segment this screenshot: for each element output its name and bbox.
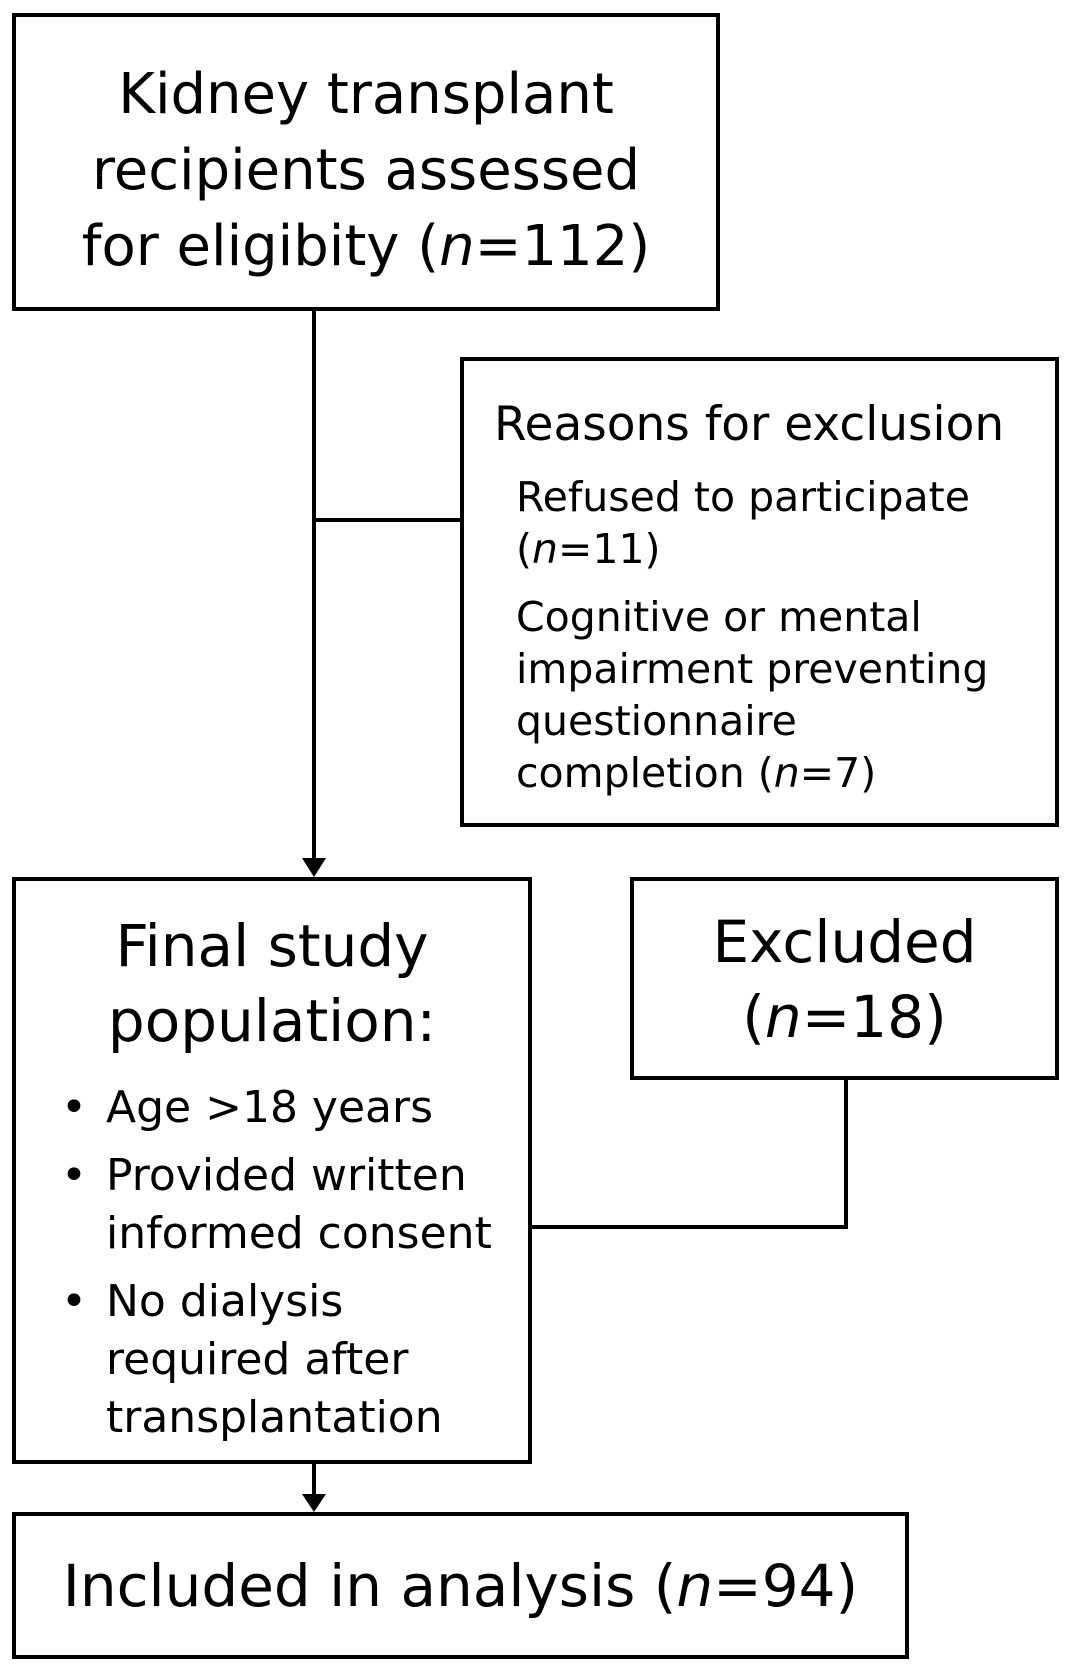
excluded-title: Excluded [712, 908, 977, 976]
bullet-icon: • [61, 1082, 87, 1133]
population-criterion-consent: • Provided written informed consent [61, 1147, 492, 1263]
assessed-n-value: =112) [474, 214, 651, 279]
excluded-count: (n=18) [634, 980, 1055, 1055]
reason-1-n-value: =11) [558, 525, 661, 573]
pop-item-2-line-1: Provided written [106, 1150, 467, 1201]
included-n-symbol: n [676, 1552, 714, 1620]
excluded-box: Excluded (n=18) [630, 877, 1059, 1080]
excluded-prefix: ( [742, 983, 765, 1051]
final-study-population-box: Final study population: • Age >18 years … [12, 877, 532, 1464]
arrowhead-to-population [302, 858, 326, 877]
assessed-line-3-text: for eligibity ( [81, 214, 440, 279]
excluded-text: Excluded (n=18) [634, 905, 1055, 1055]
assessed-for-eligibility-box: Kidney transplant recipients assessed fo… [12, 13, 720, 311]
pop-item-3-line-2: required after [106, 1334, 409, 1385]
assessed-line-3: for eligibity (n=112) [16, 209, 716, 285]
pop-item-1-line-1: Age >18 years [106, 1082, 434, 1133]
reason-2-line-2: impairment preventing [516, 645, 989, 693]
population-criterion-age: • Age >18 years [61, 1079, 434, 1137]
included-n-value: =94) [713, 1552, 859, 1620]
assessed-line-2: recipients assessed [91, 138, 641, 203]
included-text: Included in analysis (n=94) [16, 1549, 905, 1624]
assessed-text: Kidney transplant recipients assessed fo… [16, 57, 716, 285]
included-line: Included in analysis (n=94) [16, 1549, 905, 1624]
population-criterion-no-dialysis: • No dialysis required after transplanta… [61, 1273, 443, 1447]
arrowhead-to-included [302, 1494, 326, 1512]
reason-2-line-3: questionnaire [516, 697, 797, 745]
pop-item-3-line-1: No dialysis [106, 1276, 344, 1327]
included-label: Included in analysis ( [62, 1552, 677, 1620]
reason-item-cognitive-impairment: Cognitive or mental impairment preventin… [516, 591, 988, 799]
reason-1-line-1: Refused to participate [516, 473, 970, 521]
reason-1-line-2: (n=11) [516, 523, 970, 575]
connector-excluded-to-population [532, 1080, 848, 1229]
reason-item-refused: Refused to participate (n=11) [516, 471, 970, 575]
assessed-line-1: Kidney transplant [118, 62, 614, 127]
reason-2-n-symbol: n [773, 749, 800, 797]
population-title: Final study population: [16, 909, 528, 1059]
assessed-n-symbol: n [439, 214, 475, 279]
bullet-icon: • [61, 1150, 87, 1201]
reason-2-n-value: =7) [799, 749, 877, 797]
bullet-icon: • [61, 1276, 87, 1327]
included-in-analysis-box: Included in analysis (n=94) [12, 1512, 909, 1659]
reason-2-line-4-text: completion ( [516, 749, 774, 797]
reason-1-n-symbol: n [532, 525, 558, 573]
reason-2-line-4: completion (n=7) [516, 747, 988, 799]
population-title-line-1: Final study [115, 912, 429, 980]
population-title-line-2: population: [107, 987, 437, 1055]
reasons-for-exclusion-box: Reasons for exclusion Refused to partici… [460, 357, 1059, 827]
excluded-n-symbol: n [764, 983, 802, 1051]
pop-item-3-line-3: transplantation [106, 1392, 443, 1443]
reason-1-line-2-text: ( [516, 525, 532, 573]
pop-item-2-line-2: informed consent [106, 1208, 492, 1259]
reasons-title: Reasons for exclusion [494, 397, 1005, 452]
excluded-n-value: =18) [801, 983, 947, 1051]
reason-2-line-1: Cognitive or mental [516, 593, 922, 641]
